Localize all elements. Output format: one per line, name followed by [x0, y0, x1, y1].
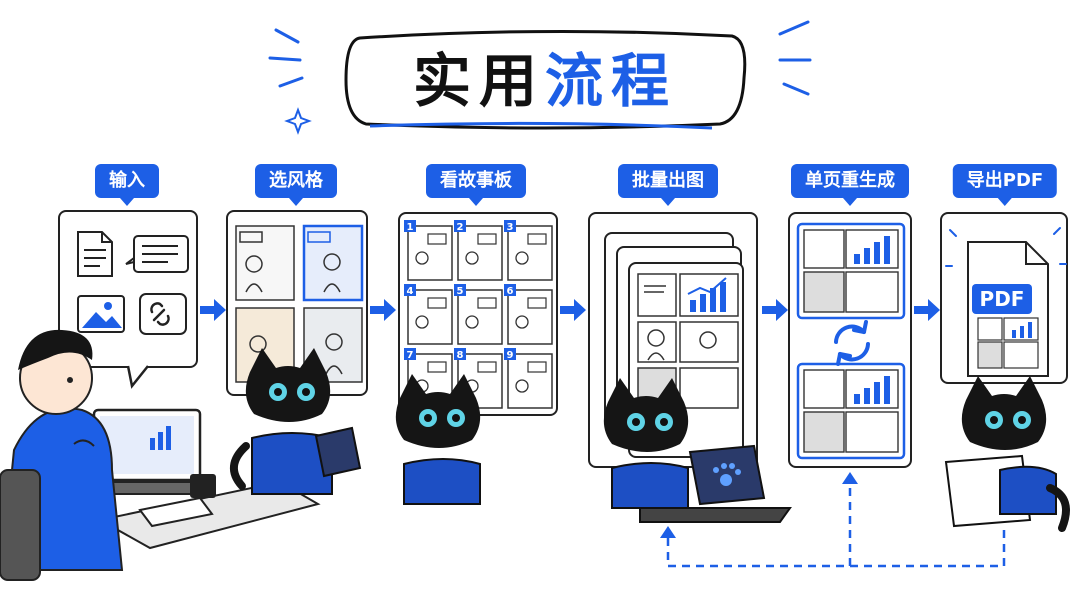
paw-icon [713, 463, 741, 486]
storyboard-number: 5 [457, 286, 464, 297]
arrow-right-icon [370, 299, 396, 321]
step-label-style: 选风格 [255, 164, 337, 206]
storyboard-frame[interactable]: 3 [504, 220, 553, 281]
storyboard-panel: 1 2 3 4 5 6 7 8 9 [398, 212, 558, 416]
storyboard-number: 9 [507, 350, 514, 361]
storyboard-number: 8 [457, 350, 464, 361]
storyboard-number: 1 [407, 222, 414, 233]
storyboard-frame[interactable]: 9 [504, 348, 553, 409]
page-title: 实用流程 [340, 24, 750, 130]
cat-mascot-export [944, 376, 1070, 532]
link-icon [139, 293, 187, 335]
step-label-batch: 批量出图 [618, 164, 718, 206]
arrow-right-icon [560, 299, 586, 321]
storyboard-number: 4 [407, 286, 414, 297]
step-label-export: 导出PDF [952, 164, 1058, 206]
title-frame [344, 29, 747, 130]
export-panel [940, 212, 1068, 384]
storyboard-frame[interactable]: 4 [404, 284, 453, 345]
chat-icon [125, 235, 189, 273]
storyboard-number: 7 [407, 350, 414, 361]
regenerate-panel [788, 212, 912, 468]
storyboard-number: 6 [507, 286, 514, 297]
storyboard-frame[interactable]: 2 [454, 220, 503, 281]
person-at-desk [0, 329, 321, 581]
cat-mascot-laptop [603, 378, 792, 523]
arrow-right-icon [914, 299, 940, 321]
storyboard-frame[interactable]: 5 [454, 284, 503, 345]
cat-mascot-thinking [395, 374, 481, 505]
storyboard-frame[interactable]: 1 [404, 220, 453, 281]
step-label-regenerate: 单页重生成 [791, 164, 909, 206]
refresh-icon[interactable] [834, 320, 870, 366]
feedback-loop [666, 478, 1006, 568]
image-icon [77, 295, 125, 333]
title-part-black: 实用 [412, 47, 545, 115]
step-label-storyboard: 看故事板 [426, 164, 526, 206]
storyboard-number: 2 [457, 222, 464, 233]
pdf-badge: PDF [972, 284, 1032, 314]
document-icon [77, 231, 113, 277]
storyboard-number: 3 [507, 222, 514, 233]
title-part-blue: 流程 [545, 47, 678, 115]
storyboard-frame[interactable]: 6 [504, 284, 553, 345]
style-option-blue [302, 224, 364, 302]
step-label-input: 输入 [95, 164, 159, 206]
cat-mascot-tablet [230, 348, 362, 495]
arrow-right-icon [200, 299, 226, 321]
arrow-right-icon [762, 299, 788, 321]
